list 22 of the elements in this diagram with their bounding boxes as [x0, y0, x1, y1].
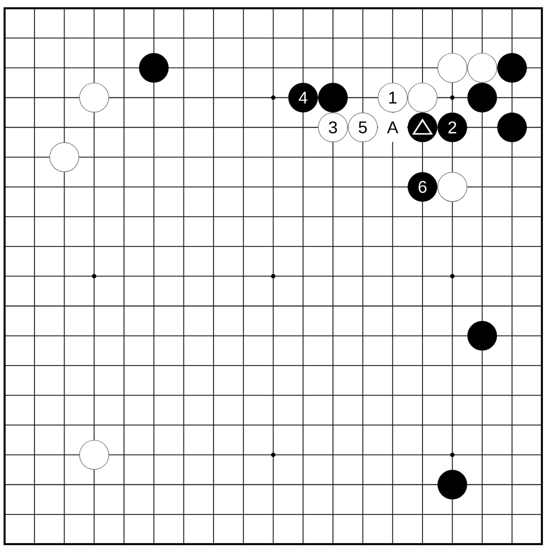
stone: 1	[378, 82, 408, 113]
stone	[49, 142, 80, 172]
stone	[467, 82, 497, 112]
stone	[79, 440, 110, 470]
stone	[467, 320, 497, 351]
stone	[438, 470, 468, 500]
stone	[79, 82, 110, 113]
stone	[139, 53, 169, 83]
stone	[408, 82, 438, 113]
position-label: A	[378, 112, 408, 142]
stone	[467, 52, 498, 83]
stone	[497, 112, 527, 142]
stone: 3	[318, 112, 348, 142]
stone	[408, 112, 438, 142]
stone: 6	[408, 172, 438, 202]
stone: 4	[288, 82, 318, 112]
stone	[437, 52, 468, 83]
stone: 2	[438, 112, 468, 142]
stone	[318, 82, 348, 112]
stone	[497, 53, 527, 83]
stone: 5	[348, 112, 378, 142]
stone	[437, 172, 468, 202]
